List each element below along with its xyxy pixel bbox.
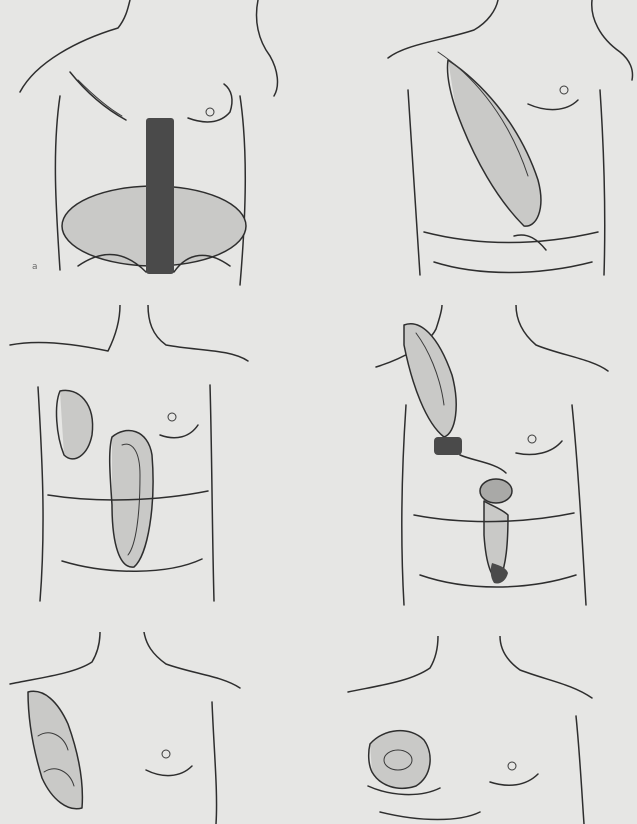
panel-torso-rectus-strip: a <box>8 0 288 300</box>
torso-drawing-4 <box>356 305 637 620</box>
torso-drawing-3 <box>8 305 288 605</box>
torso-drawing-6 <box>340 636 637 824</box>
torso-drawing-2 <box>378 0 637 300</box>
torso-drawing-1 <box>8 0 288 300</box>
panel-torso-lateral-flap <box>8 632 288 824</box>
panel-torso-flap-raised <box>378 0 637 300</box>
torso-drawing-5 <box>8 632 288 824</box>
panel-torso-flap-tunnel <box>356 305 637 620</box>
panel-label-a: a <box>32 262 38 272</box>
panel-torso-flap-folded <box>8 305 288 605</box>
panel-torso-reconstruction <box>340 636 637 824</box>
